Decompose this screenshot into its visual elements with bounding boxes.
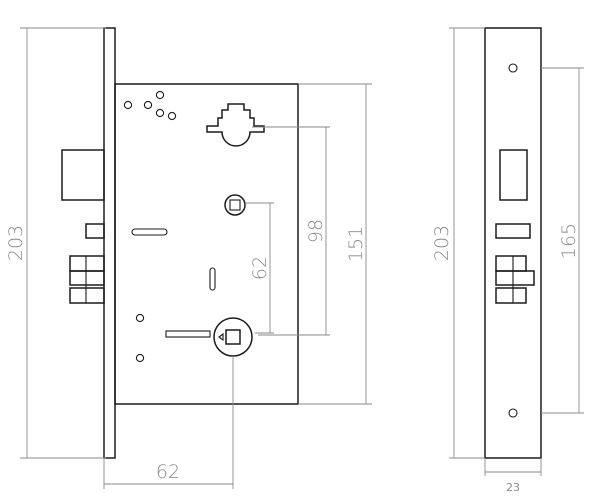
lock-case: [114, 83, 299, 405]
latch-opening: [499, 149, 528, 201]
dimension-label-strike-height: 203: [431, 225, 453, 261]
hub-arrow: [218, 332, 224, 342]
screw-hole: [135, 313, 145, 323]
latch-bolt: [61, 149, 105, 201]
strike-screw-hole-bottom: [508, 408, 518, 418]
guide-slot-lower: [165, 330, 211, 338]
dimension-hub-spacing: [245, 202, 274, 334]
dimension-strike-width: [484, 458, 542, 476]
deadbolt-lower: [69, 287, 105, 304]
guide-slot-horizontal: [131, 228, 168, 236]
deadbolt-middle: [69, 270, 105, 286]
dimension-label-lock-height: 203: [5, 225, 27, 261]
strike-screw-hole-top: [508, 63, 518, 73]
deadbolt-opening-middle: [495, 270, 535, 286]
rivet-hole-cluster: [123, 90, 177, 121]
dimension-overall-height: [20, 27, 106, 459]
dimension-label-screw-spacing: 165: [558, 223, 580, 259]
dimension-label-cylinder-to-hub: 98: [305, 219, 327, 243]
dimension-screw-spacing: [541, 67, 584, 414]
faceplate: [103, 27, 116, 459]
dimension-cylinder-to-hub: [252, 126, 330, 336]
dimension-label-case-height: 151: [345, 226, 367, 262]
auxiliary-bolt: [85, 223, 105, 239]
upper-hub: [224, 194, 246, 216]
auxiliary-opening: [495, 223, 531, 239]
upper-hub-square: [229, 199, 241, 211]
lock-body-view: 203 151 98 62 62: [5, 27, 372, 489]
deadbolt-upper: [69, 255, 105, 272]
dimension-label-backset: 62: [156, 461, 180, 483]
strike-plate: [484, 27, 542, 459]
screw-hole: [135, 353, 145, 363]
dimension-strike-height: [449, 27, 485, 459]
dimension-label-hub-spacing: 62: [249, 256, 271, 280]
dimension-backset: [103, 356, 234, 489]
guide-slot-vertical: [209, 267, 216, 291]
deadbolt-opening-upper: [495, 255, 527, 272]
dimension-label-strike-width: 23: [506, 481, 520, 494]
dimension-case-height: [298, 83, 372, 405]
cylinder-cam-opening: [206, 103, 265, 147]
strike-plate-view: 203 165 23: [431, 27, 584, 494]
deadbolt-opening-lower: [495, 287, 527, 304]
lever-hub-square: [225, 329, 241, 345]
